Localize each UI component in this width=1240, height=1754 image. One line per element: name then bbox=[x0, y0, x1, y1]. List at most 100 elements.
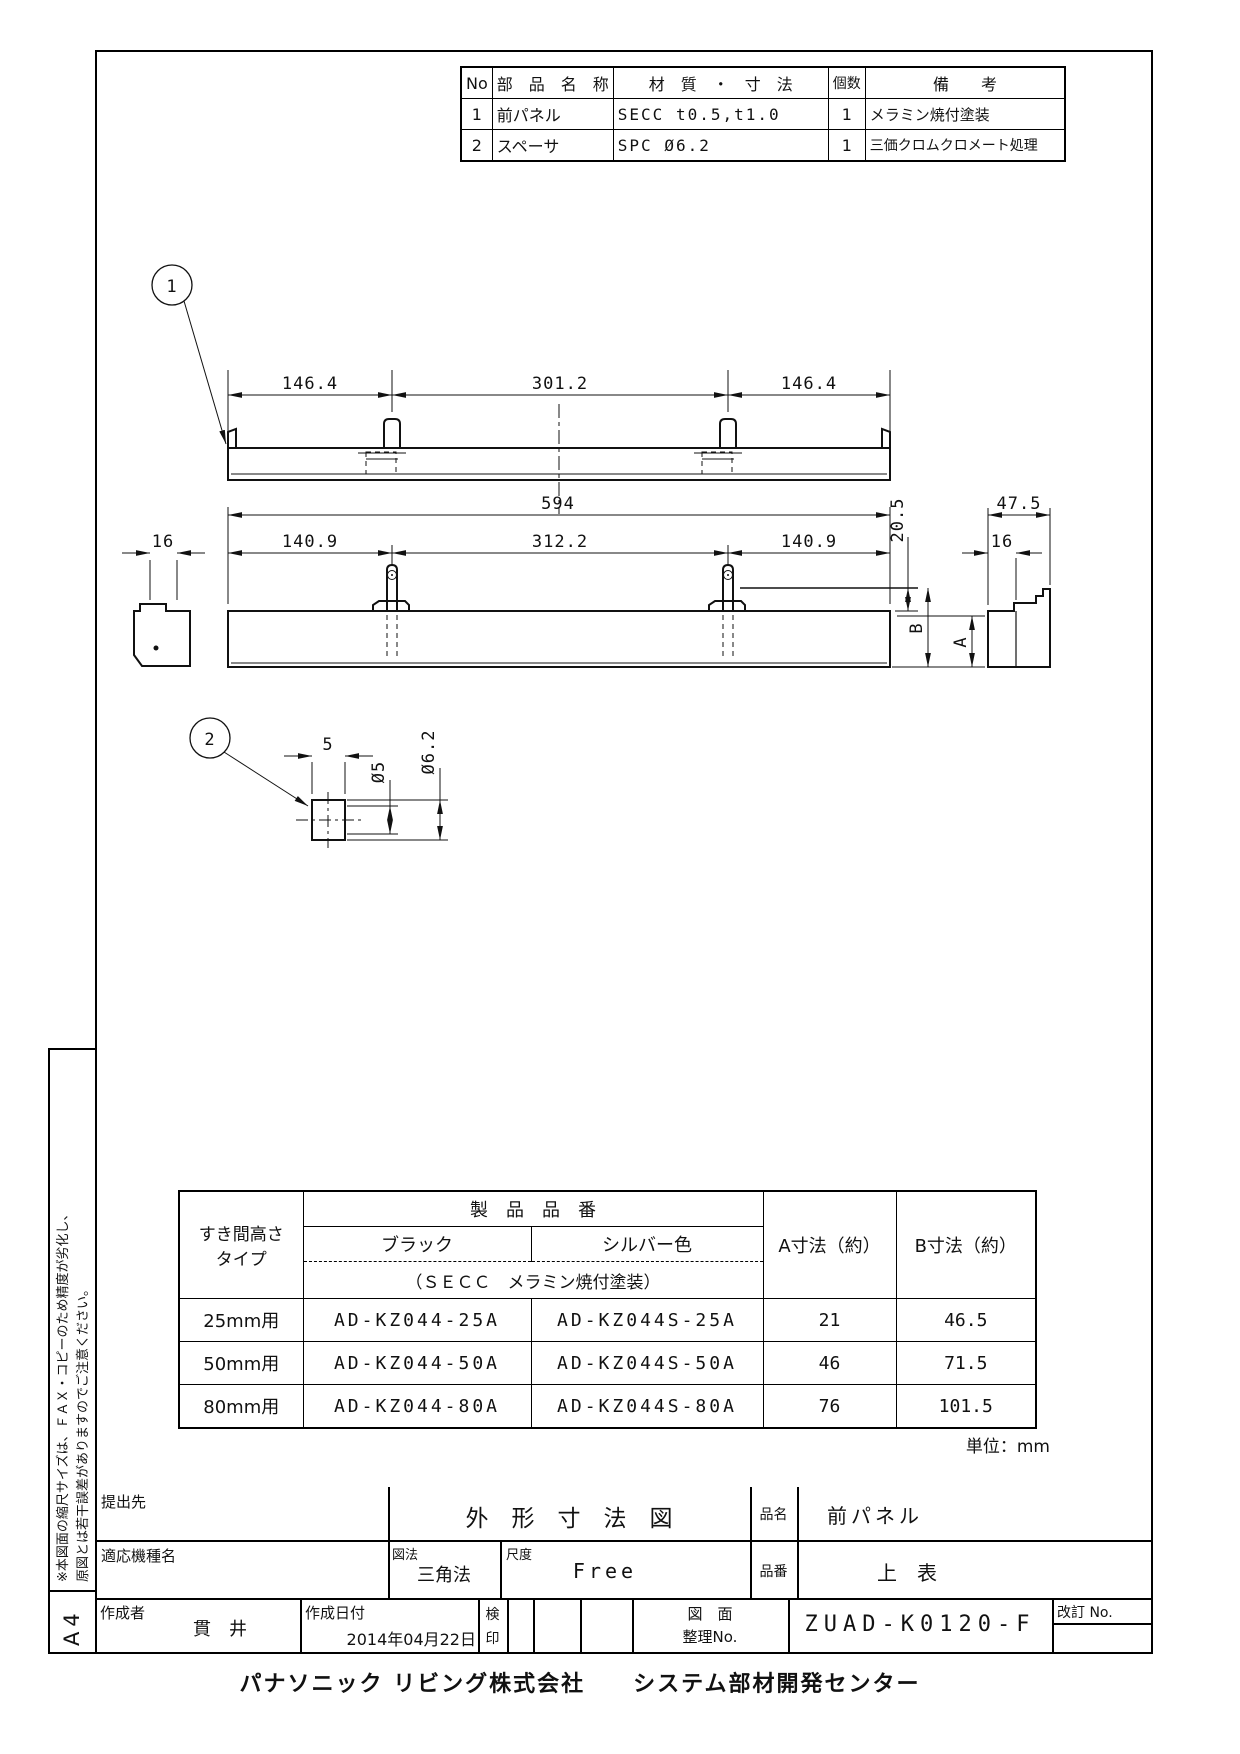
dim-146-4-left: 146.4 bbox=[282, 374, 338, 394]
dim-b-value: 101.5 bbox=[895, 1384, 1037, 1429]
part-remarks: メラミン焼付塗装 bbox=[864, 98, 1066, 130]
gap-type: 80mm用 bbox=[178, 1384, 304, 1429]
balloon-2-leader bbox=[223, 751, 309, 807]
date-label: 作成日付 bbox=[305, 1604, 366, 1622]
hidden-lines bbox=[386, 615, 734, 660]
dim-312-2: 312.2 bbox=[532, 532, 588, 552]
gap-type-line2: タイプ bbox=[215, 1250, 267, 1270]
projection-label: 図法 bbox=[392, 1548, 419, 1563]
dim-dia-5: Ø5 bbox=[369, 761, 389, 783]
col-part-name: 部 品 名 称 bbox=[491, 66, 614, 99]
hidden-clip bbox=[701, 451, 733, 475]
balloon-2-number: 2 bbox=[204, 730, 215, 750]
gap-type: 50mm用 bbox=[178, 1341, 304, 1385]
dim-20-5: 20.5 bbox=[888, 498, 908, 543]
front-view bbox=[122, 507, 1051, 668]
drawing-title: 外 形 寸 法 図 bbox=[465, 1506, 673, 1532]
dim-b-value: 71.5 bbox=[895, 1341, 1037, 1385]
balloon-2-circle bbox=[189, 717, 231, 759]
tab-hole bbox=[723, 570, 733, 580]
product-name-label: 品名 bbox=[759, 1507, 788, 1523]
top-view-labels: 1 146.4 301.2 146.4 bbox=[166, 277, 837, 394]
silver-part-no: AD-KZ044S-25A bbox=[530, 1298, 764, 1342]
col-material: 材 質 ・ 寸 法 bbox=[612, 66, 829, 99]
part-qty: 1 bbox=[827, 129, 866, 162]
part-material: SPC Ø6.2 bbox=[612, 129, 829, 162]
balloon-1-circle bbox=[151, 264, 193, 306]
col-product-no: 製 品 品 番 bbox=[302, 1190, 764, 1227]
label-b: B bbox=[907, 622, 927, 633]
mount-tab bbox=[386, 563, 398, 611]
dim-594: 594 bbox=[541, 494, 575, 514]
dim-a-value: 76 bbox=[762, 1384, 897, 1429]
dim-a-value: 46 bbox=[762, 1341, 897, 1385]
revision-label: 改訂 No. bbox=[1057, 1605, 1113, 1621]
product-number-table: すき間高さ タイプ 製 品 品 番 A寸法（約） B寸法（約） ブラック シルバ… bbox=[178, 1190, 1037, 1429]
title-block: 提出先 外 形 寸 法 図 品名 前パネル 適応機種名 図法 三角法 尺度 Fr… bbox=[95, 1487, 1153, 1654]
stamp-line2: 印 bbox=[485, 1631, 500, 1647]
dim-16-left: 16 bbox=[152, 532, 174, 552]
dim-47-5: 47.5 bbox=[997, 494, 1042, 514]
drawing-no-label: 図 面 整理No. bbox=[632, 1603, 788, 1649]
dim-a-value: 21 bbox=[762, 1298, 897, 1342]
drawing-no-label-line2: 整理No. bbox=[682, 1628, 738, 1646]
black-part-no: AD-KZ044-50A bbox=[302, 1341, 532, 1385]
part-no: 2 bbox=[460, 129, 493, 162]
part-material: SECC t0.5,t1.0 bbox=[612, 98, 829, 130]
gap-type-line1: すき間高さ bbox=[198, 1225, 284, 1245]
submit-to-label: 提出先 bbox=[101, 1493, 147, 1511]
panel-front-outline bbox=[227, 610, 891, 668]
section-profile bbox=[987, 588, 1051, 668]
part-no-value: 上 表 bbox=[877, 1561, 937, 1585]
gap-type: 25mm用 bbox=[178, 1298, 304, 1342]
unit-note: 単位：mm bbox=[965, 1437, 1050, 1457]
date-value: 2014年04月22日 bbox=[346, 1630, 476, 1649]
balloon-1-number: 1 bbox=[166, 277, 177, 297]
dim-301-2: 301.2 bbox=[532, 374, 588, 394]
balloon-1-leader bbox=[183, 300, 227, 445]
part-qty: 1 bbox=[827, 98, 866, 130]
applicable-model-label: 適応機種名 bbox=[101, 1547, 177, 1565]
product-row: 25mm用 AD-KZ044-25A AD-KZ044S-25A 21 46.5 bbox=[178, 1298, 1037, 1342]
panel-hook-tab bbox=[383, 418, 401, 448]
margin-divider bbox=[48, 1590, 97, 1592]
scale-value: Free bbox=[572, 1559, 638, 1583]
dim-140-9-right: 140.9 bbox=[781, 532, 837, 552]
dim-140-9-left: 140.9 bbox=[282, 532, 338, 552]
dim-dia-6-2: Ø6.2 bbox=[419, 730, 439, 775]
col-silver: シルバー色 bbox=[530, 1226, 764, 1262]
panel-hook-tab bbox=[719, 418, 737, 448]
spacer-view bbox=[189, 717, 448, 848]
drawing-no-value: ZUAD-K0120-F bbox=[804, 1612, 1036, 1637]
scale-label: 尺度 bbox=[506, 1548, 533, 1563]
drawing-no-label-line1: 図 面 bbox=[687, 1605, 733, 1623]
col-dim-b: B寸法（約） bbox=[895, 1190, 1037, 1299]
spacer-view-labels: 2 5 Ø5 Ø6.2 bbox=[204, 730, 439, 784]
left-end-profile bbox=[133, 603, 191, 667]
author-value: 貫 井 bbox=[193, 1619, 247, 1640]
parts-row: 2 スペーサ SPC Ø6.2 1 三価クロムクロメート処理 bbox=[460, 129, 1066, 162]
author-label: 作成者 bbox=[100, 1604, 146, 1622]
part-name: 前パネル bbox=[491, 98, 614, 130]
col-dim-a: A寸法（約） bbox=[762, 1190, 897, 1299]
stamp-label: 検 印 bbox=[478, 1603, 507, 1651]
col-no: No bbox=[460, 66, 493, 99]
top-view bbox=[151, 264, 891, 514]
silver-part-no: AD-KZ044S-50A bbox=[530, 1341, 764, 1385]
part-remarks: 三価クロムクロメート処理 bbox=[864, 129, 1066, 162]
part-name: スペーサ bbox=[491, 129, 614, 162]
dim-146-4-right: 146.4 bbox=[781, 374, 837, 394]
mount-tab bbox=[722, 563, 734, 611]
tab-hole bbox=[387, 570, 397, 580]
parts-row: 1 前パネル SECC t0.5,t1.0 1 メラミン焼付塗装 bbox=[460, 98, 1066, 130]
company-footer: パナソニック リビング株式会社 システム部材開発センター bbox=[239, 1672, 921, 1697]
part-no: 1 bbox=[460, 98, 493, 130]
projection-value: 三角法 bbox=[417, 1565, 471, 1586]
part-no-label: 品番 bbox=[759, 1564, 788, 1580]
parts-list-table: No 部 品 名 称 材 質 ・ 寸 法 個数 備 考 1 前パネル SECC … bbox=[460, 66, 1067, 162]
dim-16-right: 16 bbox=[991, 532, 1013, 552]
product-row: 80mm用 AD-KZ044-80A AD-KZ044S-80A 76 101.… bbox=[178, 1384, 1037, 1429]
dim-b-value: 46.5 bbox=[895, 1298, 1037, 1342]
dim-5: 5 bbox=[322, 735, 333, 755]
